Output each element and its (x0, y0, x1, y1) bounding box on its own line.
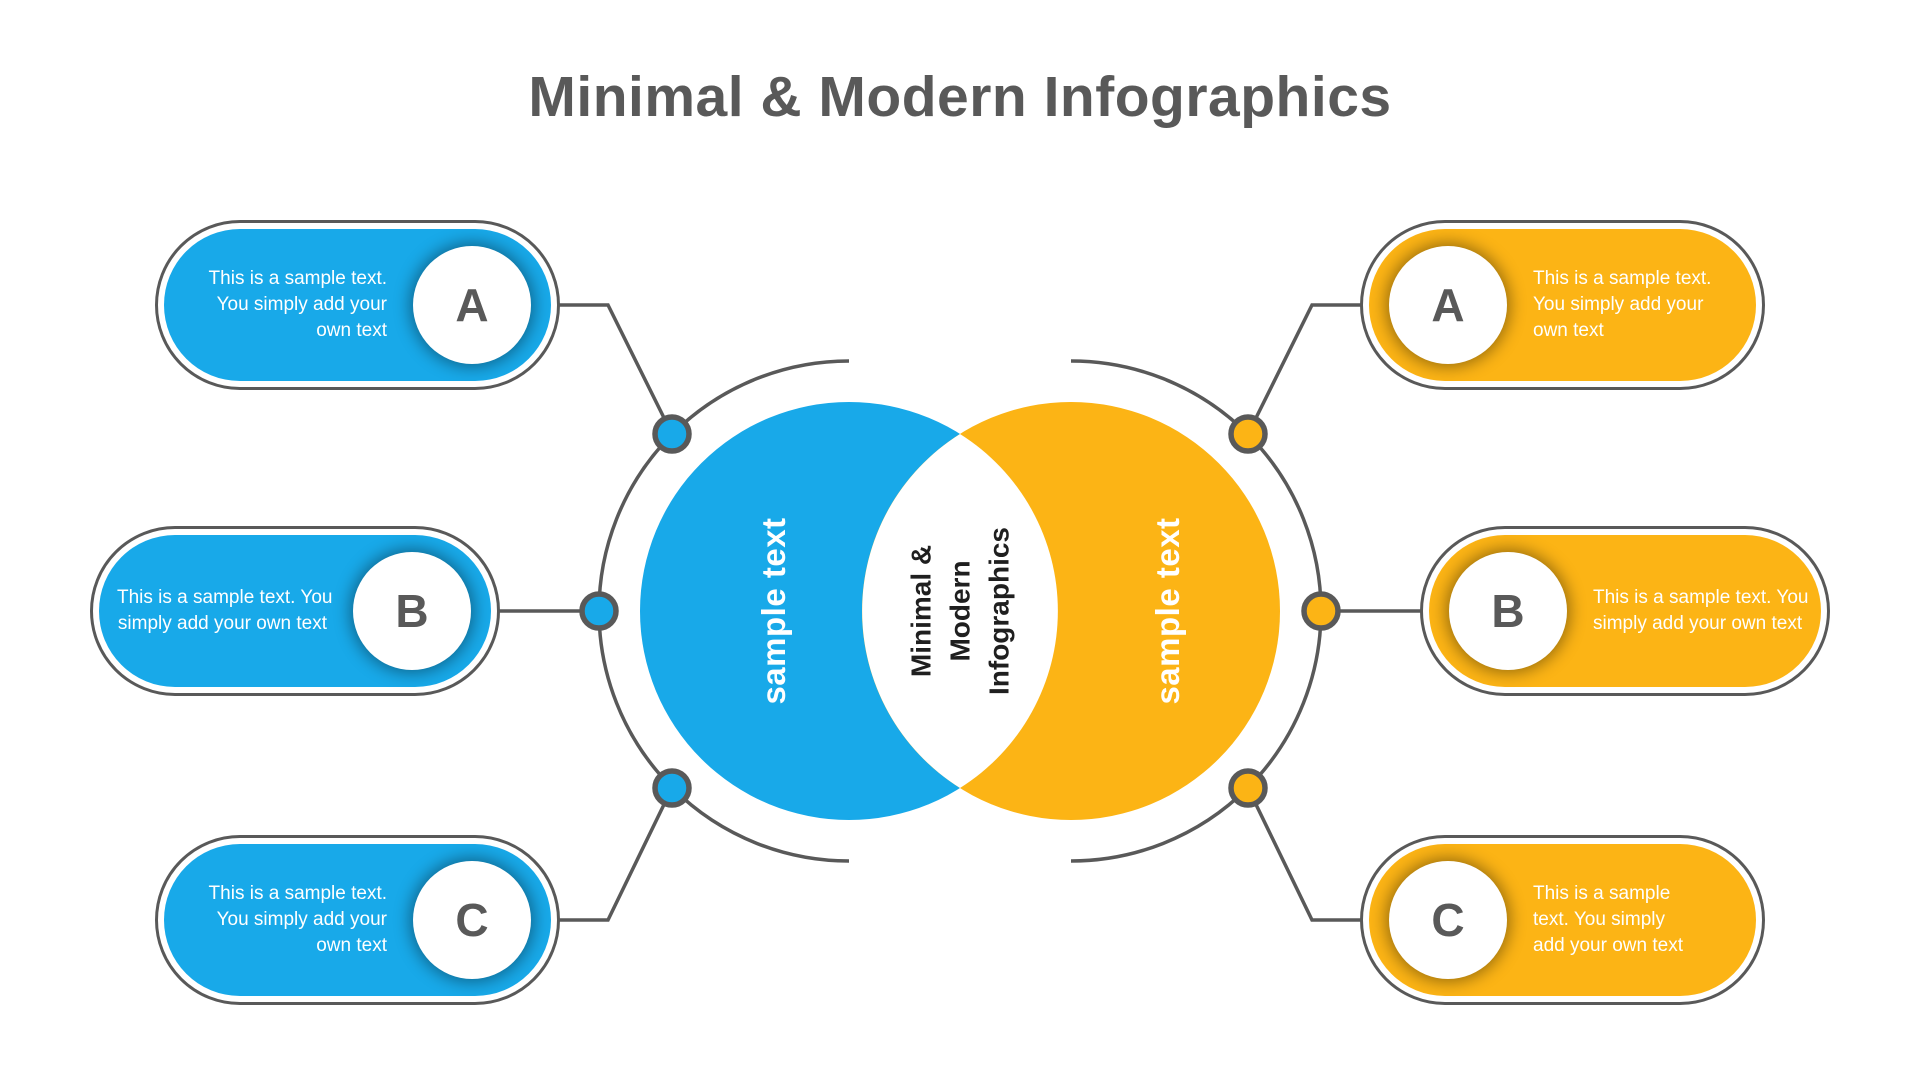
node-dot-left-c (652, 768, 692, 808)
page-title: Minimal & Modern Infographics (528, 65, 1392, 129)
letter-badge: C (413, 861, 531, 979)
pill-text-line: This is a sample text. You (1593, 587, 1809, 608)
overlap-title-line: Infographics (983, 526, 1015, 696)
letter-badge-label: B (1491, 585, 1525, 637)
pill-text-line: own text (316, 935, 387, 956)
connector-right-a (1246, 303, 1362, 435)
pill-text-line: You simply add your (1533, 294, 1704, 315)
pill-text-line: You simply add your (216, 294, 387, 315)
yellow-circle-label: sample text (1149, 517, 1186, 705)
letter-badge-label: C (1431, 894, 1465, 946)
node-dot-left-b (579, 591, 619, 631)
letter-badge: A (413, 246, 531, 364)
overlap-lens (862, 434, 1058, 788)
pill-text: This is a sample text. You simply add yo… (1533, 881, 1738, 959)
node-dot-right-a (1228, 414, 1268, 454)
node-dot-left-a (652, 414, 692, 454)
connector-left-a (558, 303, 674, 435)
pill-left-c: This is a sample text. You simply add yo… (155, 835, 560, 1005)
node-dot-right-b (1301, 591, 1341, 631)
pill-text: This is a sample text. You simply add yo… (182, 881, 387, 959)
pill-text-line: add your own text (1533, 935, 1683, 956)
pill-left-a: This is a sample text. You simply add yo… (155, 220, 560, 390)
pill-text-line: This is a sample (1533, 883, 1671, 904)
pill-text-line: This is a sample text. You (117, 587, 333, 608)
pill-text: This is a sample text. You simply add yo… (182, 266, 387, 344)
node-dot-right-c (1228, 768, 1268, 808)
connector-right-c (1246, 787, 1362, 922)
blue-circle-label: sample text (755, 517, 792, 705)
pill-text-line: own text (1533, 320, 1604, 341)
letter-badge-label: C (455, 894, 489, 946)
connector-left-c (558, 787, 674, 922)
pill-left-b: This is a sample text. You simply add yo… (90, 526, 500, 696)
letter-badge-label: A (455, 279, 489, 331)
pill-right-c: This is a sample text. You simply add yo… (1360, 835, 1765, 1005)
pill-text-line: This is a sample text. (208, 883, 387, 904)
letter-badge-label: B (395, 585, 429, 637)
pill-text-line: simply add your own text (117, 613, 327, 634)
pill-text: This is a sample text. You simply add yo… (1593, 585, 1809, 637)
overlap-title-line: Modern (944, 560, 976, 662)
letter-badge: B (1449, 552, 1567, 670)
letter-badge-label: A (1431, 279, 1465, 331)
pill-text-line: text. You simply (1533, 909, 1666, 930)
pill-text: This is a sample text. You simply add yo… (1533, 266, 1738, 344)
pill-text: This is a sample text. You simply add yo… (117, 585, 333, 637)
pill-text-line: This is a sample text. (208, 268, 387, 289)
pill-text-line: own text (316, 320, 387, 341)
pill-right-a: This is a sample text. You simply add yo… (1360, 220, 1765, 390)
overlap-title: Minimal & Modern Infographics (902, 527, 1019, 695)
letter-badge: B (353, 552, 471, 670)
letter-badge: A (1389, 246, 1507, 364)
pill-text-line: This is a sample text. (1533, 268, 1712, 289)
pill-text-line: simply add your own text (1593, 613, 1803, 634)
letter-badge: C (1389, 861, 1507, 979)
pill-right-b: This is a sample text. You simply add yo… (1420, 526, 1830, 696)
overlap-title-line: Minimal & (905, 544, 937, 678)
pill-text-line: You simply add your (216, 909, 387, 930)
